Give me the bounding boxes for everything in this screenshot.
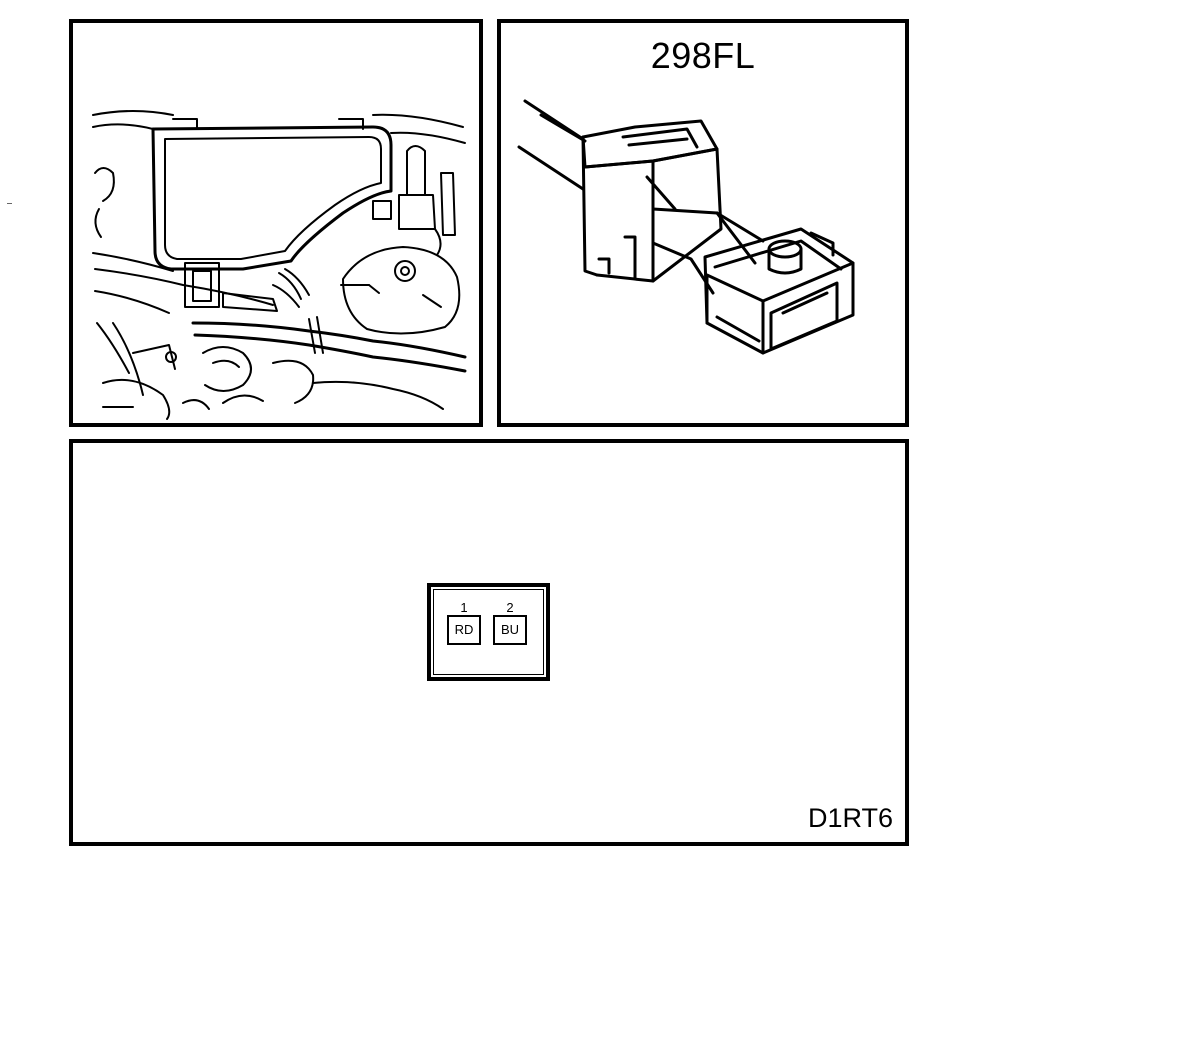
pin-2: 2 BU <box>493 601 527 645</box>
location-view-panel <box>69 19 483 427</box>
connector-illustration <box>517 99 855 355</box>
pin-number: 2 <box>506 600 514 615</box>
connector-face-inner <box>433 589 544 675</box>
connector-view-panel: 298FL <box>497 19 909 427</box>
pin-number: 1 <box>460 600 468 615</box>
pin-wire-color: BU <box>493 615 527 645</box>
connector-code: 298FL <box>650 35 756 76</box>
pin-wire-color: RD <box>447 615 481 645</box>
connector-face: 1 RD 2 BU <box>427 583 550 681</box>
engine-compartment-illustration <box>92 110 467 420</box>
diagram-id: D1RT6 <box>807 803 893 833</box>
pin-1: 1 RD <box>447 601 481 645</box>
pinout-panel: 1 RD 2 BU D1RT6 <box>69 439 909 846</box>
stray-mark <box>7 203 12 204</box>
